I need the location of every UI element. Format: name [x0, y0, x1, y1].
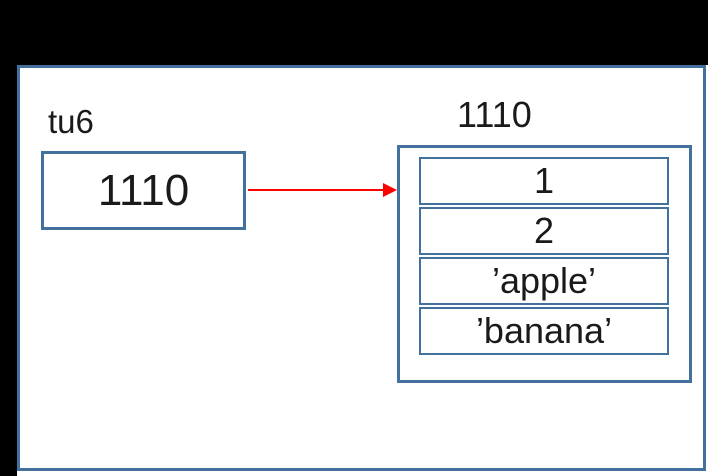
tuple-item-value: 1	[533, 160, 555, 201]
pointer-arrow-line	[248, 189, 385, 191]
tuple-address-label: 1110	[457, 94, 532, 135]
tuple-item-value: ’apple’	[491, 260, 597, 301]
tuple-item-row: 2	[419, 207, 669, 255]
tuple-item-row: ’apple’	[419, 257, 669, 305]
variable-value: 1110	[97, 165, 190, 215]
tuple-item-value: 2	[533, 210, 555, 251]
tuple-rows: 1 2 ’apple’ ’banana’	[419, 157, 669, 355]
tuple-item-value: ’banana’	[475, 310, 613, 351]
variable-box: 1110	[41, 151, 246, 230]
variable-name-label: tu6	[48, 103, 94, 140]
tuple-item-row: 1	[419, 157, 669, 205]
tuple-item-row: ’banana’	[419, 307, 669, 355]
slide-panel: tu6 1110 1110 1 2 ’apple’ ’banana’	[17, 65, 708, 476]
tuple-box: 1 2 ’apple’ ’banana’	[397, 145, 692, 383]
pointer-arrow-head-icon	[383, 183, 397, 197]
slide-border	[17, 65, 706, 471]
